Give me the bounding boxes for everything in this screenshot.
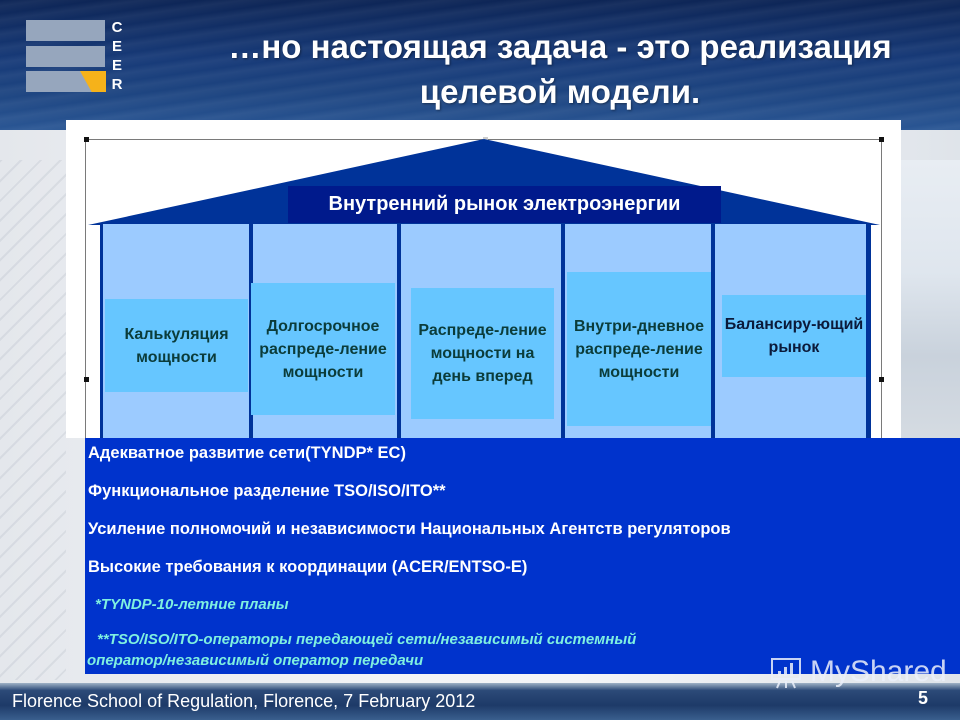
right-background-art: [900, 160, 960, 440]
foundation-item: Функциональное разделение TSO/ISO/ITO**: [88, 482, 446, 500]
resize-handle: [84, 377, 89, 382]
resize-handle: [879, 377, 884, 382]
pillar-label: Калькуляция мощности: [105, 299, 248, 392]
foundation-block: Адекватное развитие сети(TYNDP* EC) Функ…: [85, 438, 960, 674]
pillar-label: Балансиру-ющий рынок: [722, 295, 866, 377]
roof-label: Внутренний рынок электроэнергии: [288, 186, 721, 223]
slide-title: …но настоящая задача - это реализация це…: [170, 24, 950, 114]
footnote: оператор/независимый оператор передачи: [87, 652, 424, 669]
footer-band: [0, 683, 960, 720]
power-tower-background-art: [0, 160, 66, 680]
resize-handle: [84, 137, 89, 142]
header-band: [0, 0, 960, 130]
foundation-item: Усиление полномочий и независимости Наци…: [88, 520, 731, 538]
footnote: *TYNDP-10-летние планы: [95, 596, 289, 613]
myshared-watermark: MyShared: [768, 654, 947, 690]
foundation-item: Адекватное развитие сети(TYNDP* EC): [88, 444, 406, 462]
resize-handle: [879, 137, 884, 142]
title-line-1: …но настоящая задача - это реализация: [228, 28, 892, 65]
watermark-text: MyShared: [810, 655, 947, 688]
logo-bar: [26, 20, 105, 41]
presentation-chart-icon: [771, 658, 801, 689]
logo-letters: C E E R: [111, 19, 123, 93]
pillar-label: Внутри-дневное распреде-ление мощности: [567, 272, 711, 426]
ceer-logo: C E E R: [26, 19, 126, 94]
title-line-2: целевой модели.: [419, 73, 701, 110]
logo-bar: [26, 46, 105, 67]
pillar-label: Распреде-ление мощности на день вперед: [411, 288, 554, 419]
foundation-item: Высокие требования к координации (ACER/E…: [88, 558, 528, 576]
pillar-label: Долгосрочное распреде-ление мощности: [251, 283, 395, 415]
footer-text: Florence School of Regulation, Florence,…: [12, 691, 476, 711]
footnote: **TSO/ISO/ITO-операторы передающей сети/…: [97, 631, 637, 648]
page-number: 5: [918, 688, 929, 708]
